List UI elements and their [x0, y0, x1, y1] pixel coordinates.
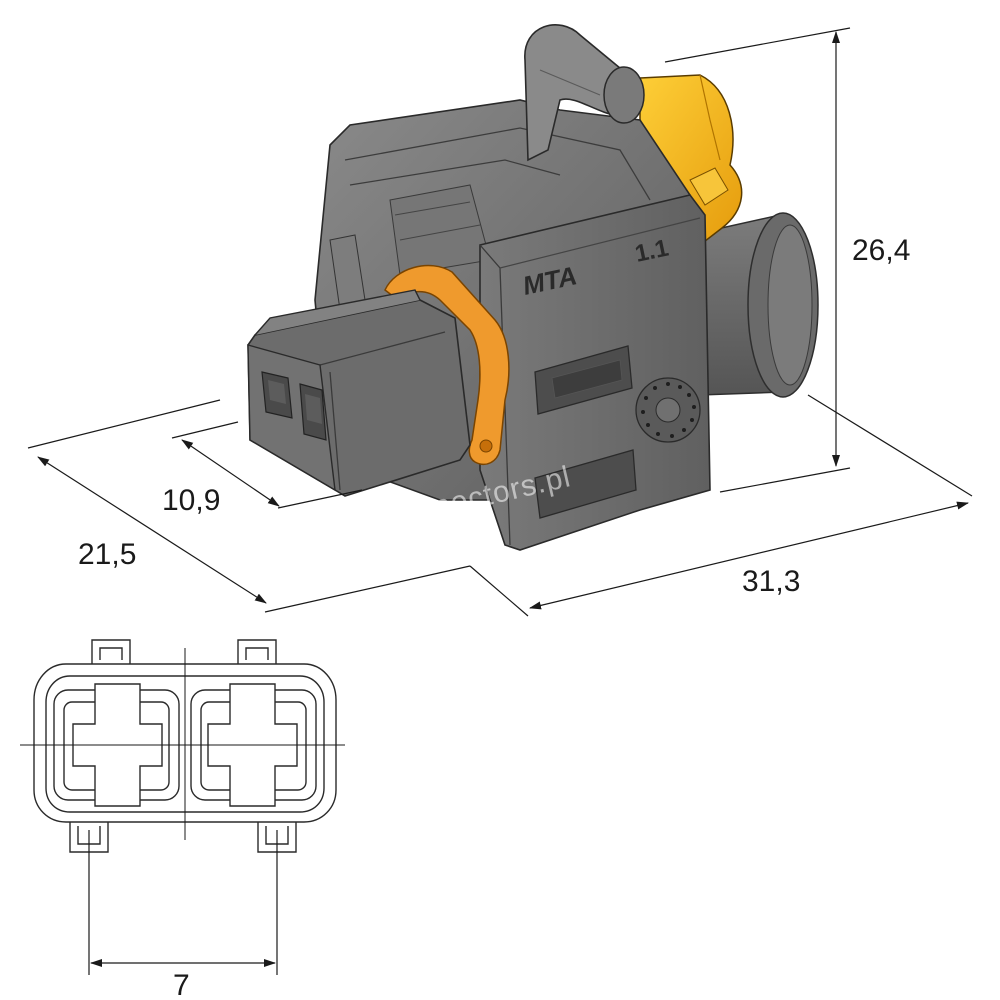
- top-latch-right: [237, 639, 277, 664]
- length-label: 31,3: [742, 565, 800, 598]
- locking-lever: [524, 24, 645, 162]
- depth-dimension-line: [37, 456, 267, 604]
- front-view-drawing: [33, 639, 337, 853]
- pitch-dimension: [88, 830, 278, 975]
- front-depth-label: 10,9: [162, 484, 220, 517]
- pitch-label: 7: [173, 969, 190, 1000]
- dimension-labels-3d: 26,4 21,5 10,9 31,3: [78, 234, 910, 598]
- top-latch-left: [91, 639, 131, 664]
- front-depth-dimension-line: [181, 439, 280, 507]
- front-view-outline: [33, 663, 337, 823]
- front-mating-nose: [247, 289, 471, 497]
- length-dimension-line: [529, 501, 969, 610]
- rear-cable-tube: [689, 212, 819, 398]
- height-label: 26,4: [852, 234, 910, 267]
- dimension-lines-3d: [27, 27, 973, 617]
- front-view-center-lines: [20, 648, 345, 840]
- depth-label: 21,5: [78, 538, 136, 571]
- housing-front-frame: MTA 1.1: [479, 194, 711, 551]
- connector-3d-view: MTA 1.1 e-connectors.pl: [247, 24, 819, 551]
